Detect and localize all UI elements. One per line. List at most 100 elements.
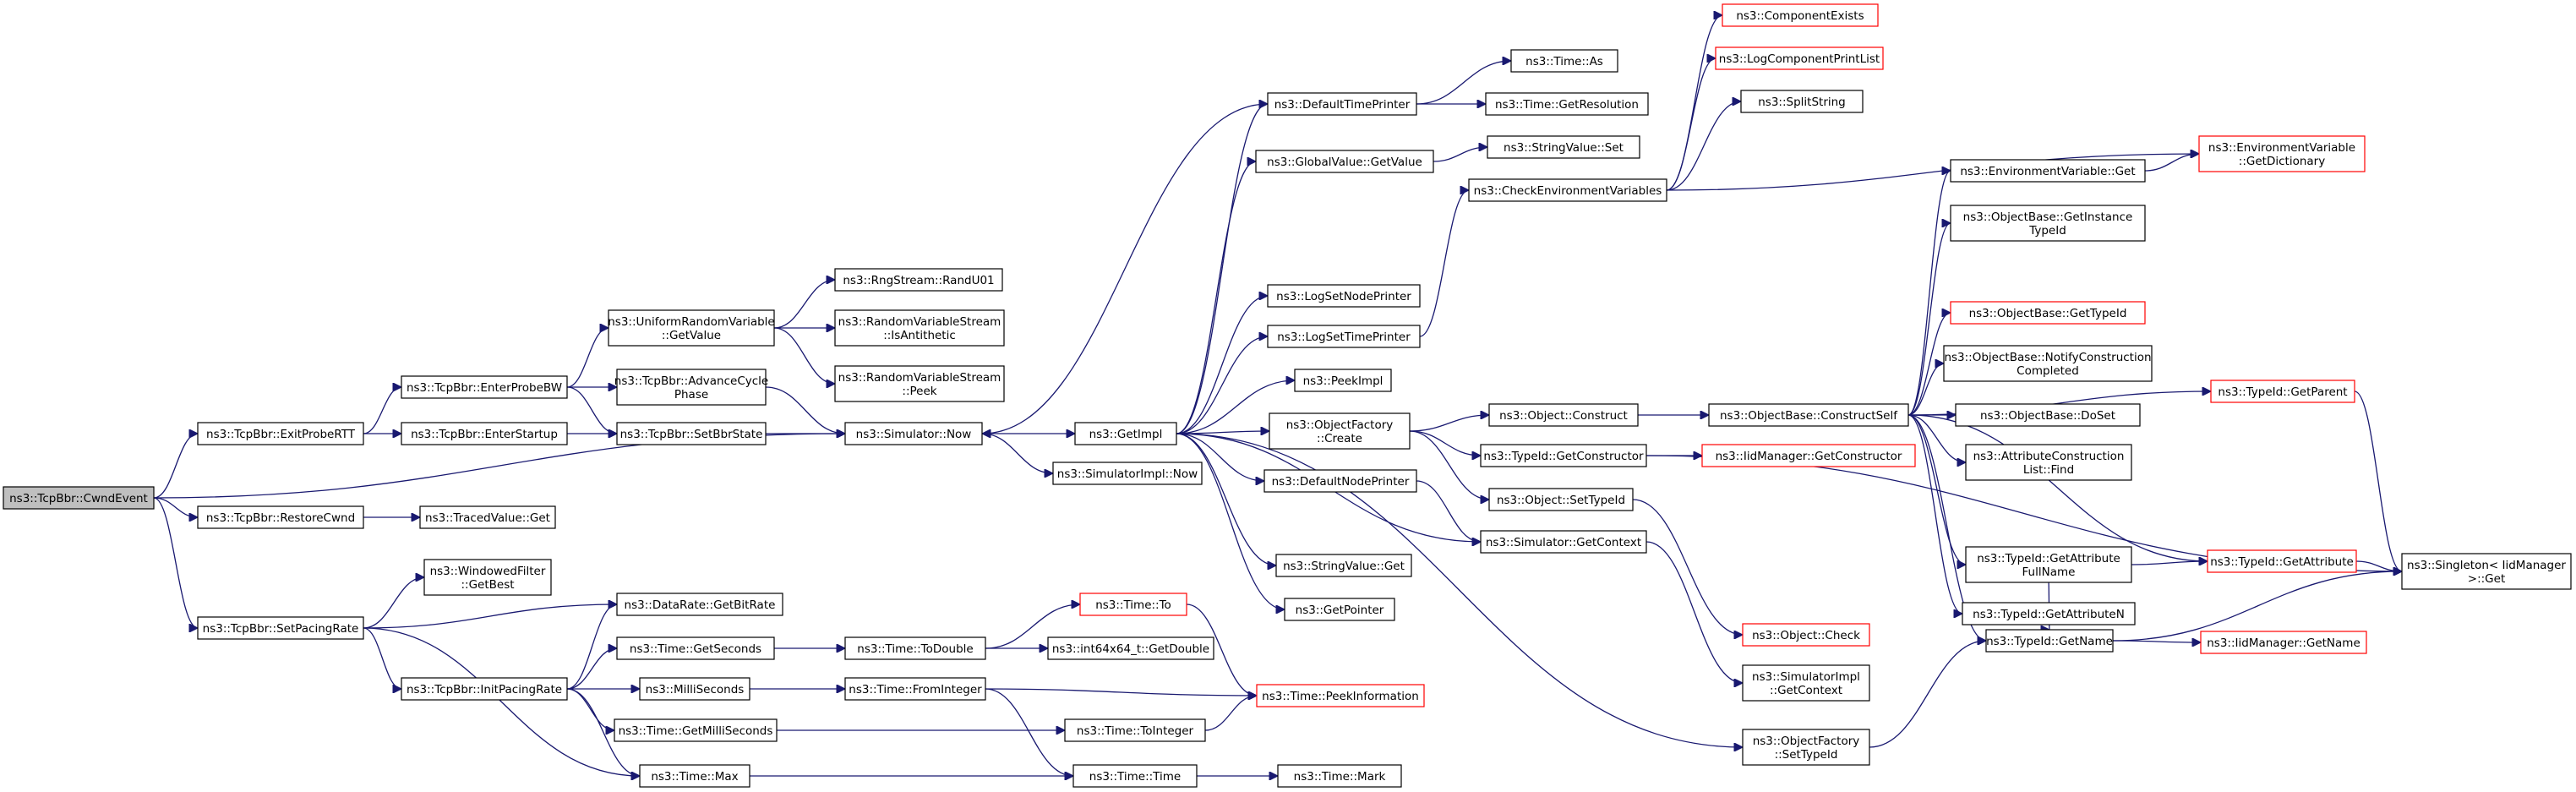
node-timeTime[interactable]: ns3::Time::Time: [1072, 764, 1198, 788]
node-box: [1485, 92, 1649, 116]
node-label: ns3::SimulatorImpl: [1752, 670, 1860, 684]
node-windowedGetBest[interactable]: ns3::WindowedFilter::GetBest: [423, 559, 552, 596]
node-exitProbeRTT[interactable]: ns3::TcpBbr::ExitProbeRTT: [197, 422, 364, 445]
node-randU01[interactable]: ns3::RngStream::RandU01: [834, 268, 1003, 292]
node-typeIdGetAttributeN[interactable]: ns3::TypeId::GetAttributeN: [1962, 602, 2136, 625]
node-cwnd[interactable]: ns3::TcpBbr::CwndEvent: [3, 486, 155, 510]
call-edge-setPacingRate-to-windowedGetBest: [363, 577, 424, 629]
node-timeTo[interactable]: ns3::Time::To: [1079, 593, 1187, 616]
node-label: Completed: [2017, 364, 2079, 378]
node-iidManagerGetConstructor[interactable]: ns3::IidManager::GetConstructor: [1701, 444, 1916, 467]
node-uniformGetValue[interactable]: ns3::UniformRandomVariable::GetValue: [608, 309, 775, 347]
node-logSetNodePrinter[interactable]: ns3::LogSetNodePrinter: [1267, 284, 1421, 308]
node-peek[interactable]: ns3::RandomVariableStream::Peek: [834, 365, 1005, 402]
node-label: ns3::int64x64_t::GetDouble: [1052, 642, 1209, 656]
node-timeMax[interactable]: ns3::Time::Max: [639, 764, 750, 788]
node-initPacingRate[interactable]: ns3::TcpBbr::InitPacingRate: [401, 677, 568, 701]
node-objectCheck[interactable]: ns3::Object::Check: [1742, 623, 1870, 647]
node-int64GetDouble[interactable]: ns3::int64x64_t::GetDouble: [1047, 636, 1214, 660]
node-box: [1256, 684, 1425, 707]
node-defaultTimePrinter[interactable]: ns3::DefaultTimePrinter: [1267, 92, 1417, 116]
node-tracedGet[interactable]: ns3::TracedValue::Get: [419, 505, 556, 529]
node-box: [1950, 159, 2146, 183]
node-peekImpl[interactable]: ns3::PeekImpl: [1294, 369, 1392, 392]
node-stringValueGet[interactable]: ns3::StringValue::Get: [1275, 554, 1412, 577]
node-label: ns3::TcpBbr::SetPacingRate: [203, 622, 359, 636]
node-label: ns3::EnvironmentVariable::Get: [1960, 165, 2135, 178]
node-label: ns3::Time::To: [1095, 598, 1171, 612]
node-typeIdGetAttribute[interactable]: ns3::TypeId::GetAttribute: [2207, 549, 2357, 573]
call-edge-cwnd-to-exitProbeRTT: [153, 434, 199, 499]
node-simNow[interactable]: ns3::Simulator::Now: [844, 422, 983, 445]
call-edge-objectBaseConstructSelf-to-attributeConstructionListFind: [1907, 414, 1967, 462]
call-edge-getImpl-to-defaultTimePrinter: [1176, 104, 1269, 434]
node-box: [401, 677, 568, 701]
node-box: [1965, 444, 2132, 481]
node-label: ns3::DataRate::GetBitRate: [625, 598, 776, 612]
node-timeMark[interactable]: ns3::Time::Mark: [1277, 764, 1402, 788]
node-getImpl[interactable]: ns3::GetImpl: [1074, 422, 1177, 445]
node-enterStartup[interactable]: ns3::TcpBbr::EnterStartup: [401, 422, 568, 445]
node-timePeekInformation[interactable]: ns3::Time::PeekInformation: [1256, 684, 1425, 707]
node-envVarGet[interactable]: ns3::EnvironmentVariable::Get: [1950, 159, 2146, 183]
node-timeAs[interactable]: ns3::Time::As: [1510, 49, 1618, 73]
node-box: [2210, 380, 2355, 403]
node-label: ns3::Time::Time: [1089, 770, 1181, 784]
node-objectBaseNotifyConstructionCompleted[interactable]: ns3::ObjectBase::NotifyConstructionCompl…: [1943, 345, 2153, 382]
call-edge-exitProbeRTT-to-enterProbeBW: [363, 387, 402, 434]
node-objectBaseConstructSelf[interactable]: ns3::ObjectBase::ConstructSelf: [1708, 403, 1909, 427]
node-timeGetResolution[interactable]: ns3::Time::GetResolution: [1485, 92, 1649, 116]
node-typeIdGetConstructor[interactable]: ns3::TypeId::GetConstructor: [1480, 444, 1647, 467]
node-simImplGetContext[interactable]: ns3::SimulatorImpl::GetContext: [1742, 664, 1870, 702]
call-edge-getImpl-to-objectFactorySetTypeId: [1176, 433, 1743, 747]
node-timeFromInteger[interactable]: ns3::Time::FromInteger: [844, 677, 986, 701]
call-edge-getImpl-to-logSetNodePrinter: [1176, 296, 1268, 434]
node-timeGetSeconds[interactable]: ns3::Time::GetSeconds: [616, 636, 775, 660]
node-getPointer[interactable]: ns3::GetPointer: [1284, 598, 1395, 621]
node-enterProbeBW[interactable]: ns3::TcpBbr::EnterProbeBW: [401, 375, 568, 399]
node-label: ns3::IidManager::GetConstructor: [1716, 450, 1902, 463]
call-edge-initPacingRate-to-dataRateGetBitRate: [566, 604, 618, 690]
node-objectBaseGetTypeId[interactable]: ns3::ObjectBase::GetTypeId: [1950, 301, 2146, 325]
node-logComponentPrintList[interactable]: ns3::LogComponentPrintList: [1715, 46, 1884, 70]
node-singletonGet[interactable]: ns3::Singleton< IidManager >::Get: [2401, 553, 2572, 590]
node-dataRateGetBitRate[interactable]: ns3::DataRate::GetBitRate: [616, 593, 783, 616]
node-label: ::GetBest: [461, 578, 514, 592]
node-label: ns3::TcpBbr::EnterStartup: [411, 428, 558, 441]
node-objectFactoryCreate[interactable]: ns3::ObjectFactory::Create: [1269, 412, 1411, 450]
node-objectSetTypeId[interactable]: ns3::Object::SetTypeId: [1488, 488, 1634, 511]
node-globalValueGetValue[interactable]: ns3::GlobalValue::GetValue: [1255, 150, 1434, 173]
node-checkEnvVars[interactable]: ns3::CheckEnvironmentVariables: [1468, 178, 1667, 202]
node-milliSeconds[interactable]: ns3::MilliSeconds: [639, 677, 750, 701]
node-objectFactorySetTypeId[interactable]: ns3::ObjectFactory::SetTypeId: [1742, 729, 1870, 766]
node-setBbrState[interactable]: ns3::TcpBbr::SetBbrState: [616, 422, 767, 445]
node-box: [1742, 664, 1870, 702]
node-timeToInteger[interactable]: ns3::Time::ToInteger: [1064, 718, 1206, 742]
node-label: ns3::Object::Construct: [1499, 409, 1628, 423]
node-typeIdGetName[interactable]: ns3::TypeId::GetName: [1985, 629, 2114, 653]
node-simGetContext[interactable]: ns3::Simulator::GetContext: [1480, 530, 1647, 554]
node-defaultNodePrinter[interactable]: ns3::DefaultNodePrinter: [1263, 469, 1417, 493]
node-label: ns3::TcpBbr::EnterProbeBW: [407, 381, 562, 395]
node-label: ns3::AttributeConstruction: [1973, 450, 2125, 463]
node-label: ::GetContext: [1770, 684, 1842, 697]
node-objectBaseDoSet[interactable]: ns3::ObjectBase::DoSet: [1955, 403, 2141, 427]
node-isAntithetic[interactable]: ns3::RandomVariableStream::IsAntithetic: [834, 309, 1005, 347]
node-restoreCwnd[interactable]: ns3::TcpBbr::RestoreCwnd: [197, 505, 364, 529]
node-timeGetMilliSeconds[interactable]: ns3::Time::GetMilliSeconds: [614, 718, 778, 742]
node-typeIdGetParent[interactable]: ns3::TypeId::GetParent: [2210, 380, 2355, 403]
node-splitString[interactable]: ns3::SplitString: [1740, 90, 1864, 113]
node-componentExists[interactable]: ns3::ComponentExists: [1722, 3, 1879, 27]
node-logSetTimePrinter[interactable]: ns3::LogSetTimePrinter: [1267, 325, 1421, 348]
node-envVarGetDictionary[interactable]: ns3::EnvironmentVariable::GetDictionary: [2198, 135, 2366, 172]
node-objectConstruct[interactable]: ns3::Object::Construct: [1488, 403, 1639, 427]
node-iidManagerGetName[interactable]: ns3::IidManager::GetName: [2200, 631, 2367, 654]
node-timeToDouble[interactable]: ns3::Time::ToDouble: [844, 636, 986, 660]
node-setPacingRate[interactable]: ns3::TcpBbr::SetPacingRate: [197, 616, 364, 640]
node-stringValueSet[interactable]: ns3::StringValue::Set: [1487, 135, 1640, 159]
node-simImplNow[interactable]: ns3::SimulatorImpl::Now: [1052, 462, 1203, 485]
